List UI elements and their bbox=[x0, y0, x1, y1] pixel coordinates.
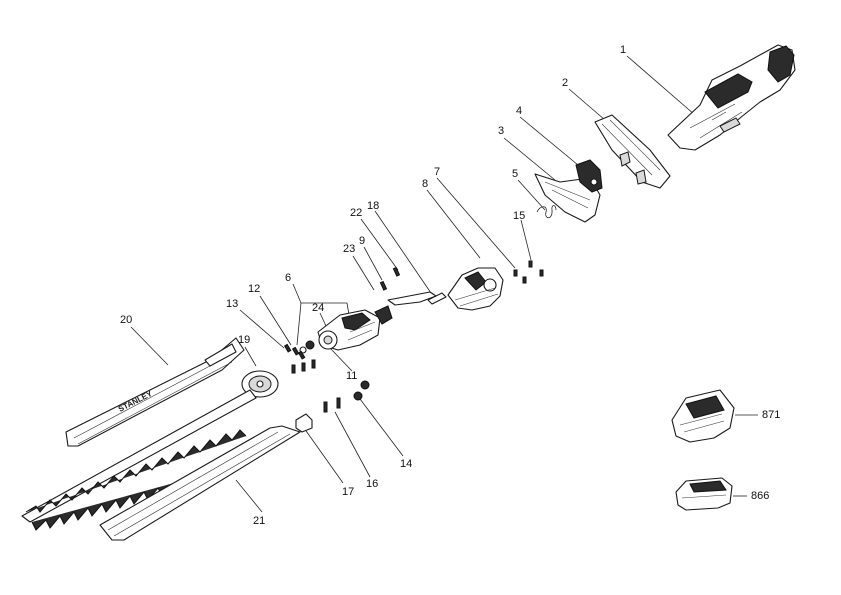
callout-6: 6 bbox=[285, 272, 292, 284]
callout-23: 23 bbox=[343, 243, 356, 255]
part-blade-screws bbox=[323, 397, 341, 413]
callout-22: 22 bbox=[350, 207, 363, 219]
part-rear-housing bbox=[667, 44, 796, 151]
callout-1: 1 bbox=[620, 44, 627, 56]
part-gear-housing bbox=[447, 267, 504, 311]
callout-2: 2 bbox=[562, 77, 569, 89]
part-spring bbox=[536, 205, 557, 219]
part-screws-gearcase bbox=[513, 260, 544, 284]
callout-18: 18 bbox=[367, 200, 380, 212]
part-block bbox=[295, 413, 313, 433]
callout-20: 20 bbox=[120, 314, 133, 326]
callout-13: 13 bbox=[226, 298, 239, 310]
callout-866: 866 bbox=[751, 490, 770, 502]
callout-9: 9 bbox=[359, 235, 366, 247]
callout-11: 11 bbox=[346, 370, 358, 382]
callout-871: 871 bbox=[762, 409, 781, 421]
part-pins bbox=[379, 266, 447, 306]
callout-17: 17 bbox=[342, 486, 355, 498]
callout-21: 21 bbox=[253, 515, 266, 527]
callout-3: 3 bbox=[498, 125, 505, 137]
part-battery-871 bbox=[671, 389, 735, 443]
part-blade-sheath-upper bbox=[65, 337, 245, 447]
leader-lines bbox=[130, 55, 758, 513]
callout-4: 4 bbox=[516, 105, 523, 117]
callout-16: 16 bbox=[366, 478, 379, 490]
callout-5: 5 bbox=[512, 168, 519, 180]
callout-7: 7 bbox=[434, 166, 441, 178]
callout-14: 14 bbox=[400, 458, 413, 470]
part-housing-half bbox=[534, 173, 601, 223]
part-switch bbox=[575, 159, 603, 193]
callout-24: 24 bbox=[312, 302, 325, 314]
callout-15: 15 bbox=[513, 210, 526, 222]
part-small-screws bbox=[283, 343, 316, 374]
callout-19: 19 bbox=[238, 334, 251, 346]
callout-12: 12 bbox=[248, 283, 261, 295]
part-blade-sheath-lower bbox=[99, 425, 301, 541]
part-washers bbox=[353, 380, 370, 401]
part-motor-assembly bbox=[299, 305, 393, 354]
part-battery-866 bbox=[675, 477, 733, 511]
part-front-guard bbox=[594, 114, 671, 189]
callout-8: 8 bbox=[422, 178, 429, 190]
